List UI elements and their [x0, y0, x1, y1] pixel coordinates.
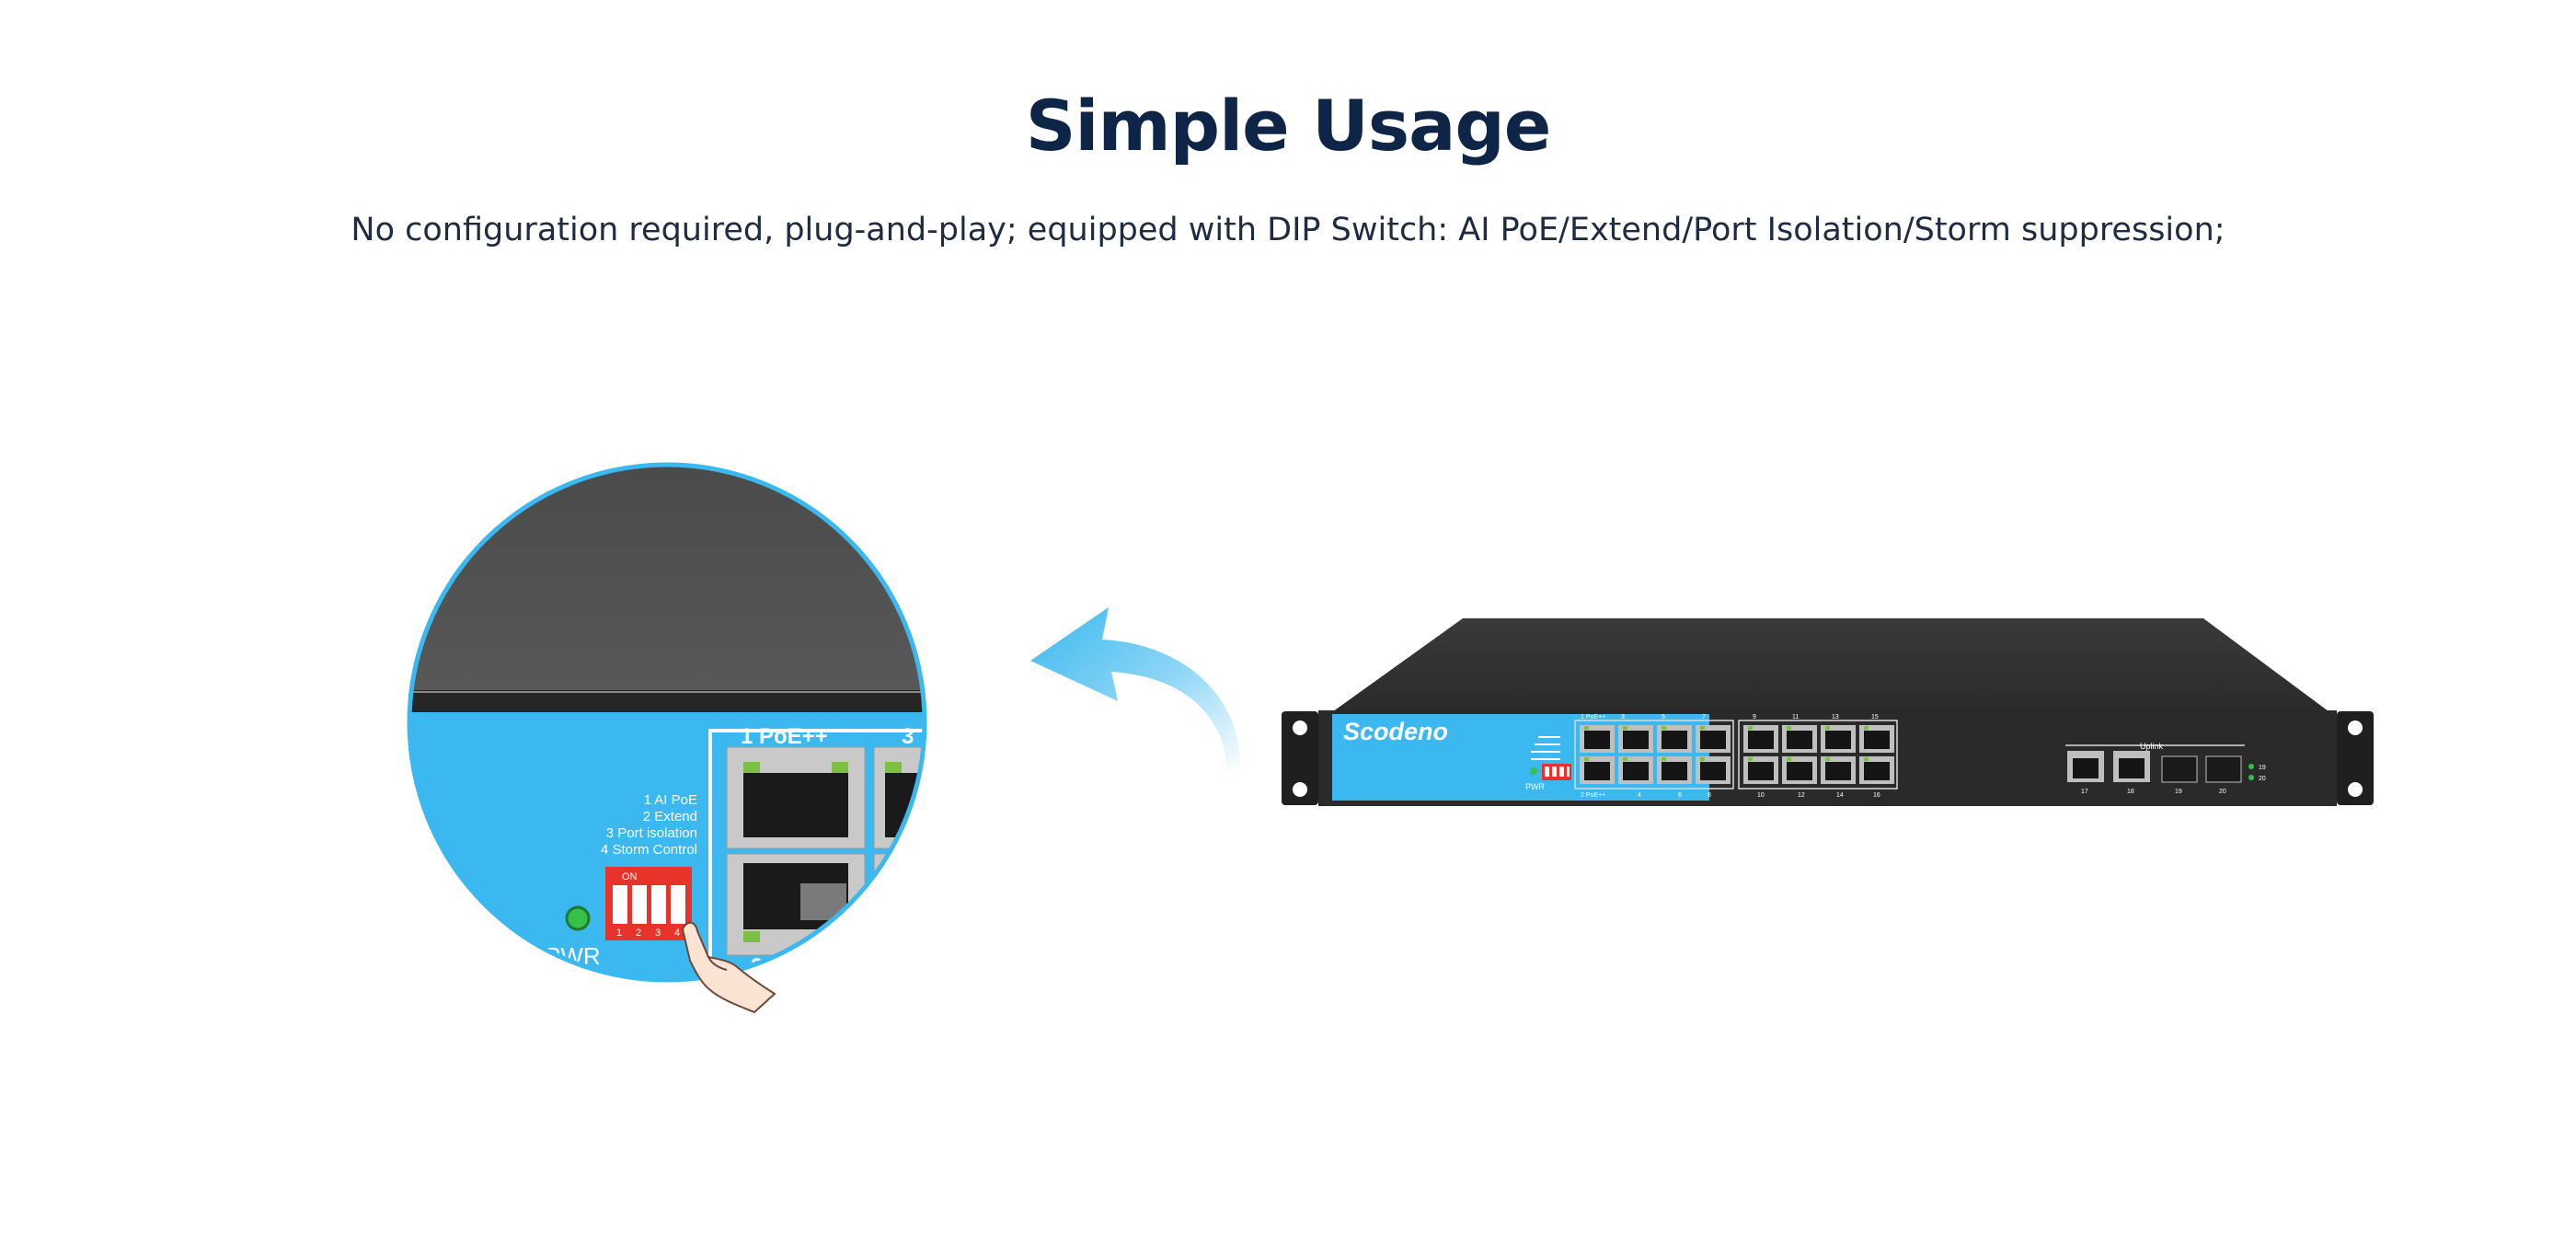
port-label-1: 1 PoE++ [1581, 714, 1605, 720]
rj45-port-socket [1864, 762, 1890, 780]
port-label-13: 13 [1832, 714, 1839, 720]
rj45-port-led [1662, 726, 1666, 730]
rj45-port-led [1864, 726, 1869, 730]
zoom-lid-edge [409, 690, 925, 712]
rj45-port-socket [1700, 762, 1726, 780]
port-label-2: 2 PoE++ [1581, 792, 1605, 799]
rj45-port-socket [1584, 762, 1610, 780]
rj45-port-socket [1787, 731, 1812, 749]
rj45-port-led [1662, 757, 1666, 761]
rj45-port-led [1748, 726, 1753, 730]
port-label-5: 5 [1662, 714, 1665, 720]
dip-legend-3: 3 Port isolation [606, 825, 697, 841]
rj45-port-socket [1864, 731, 1890, 749]
rj45-port-socket [1787, 762, 1812, 780]
device-pwr-label: PWR [1525, 782, 1545, 791]
pwr-led [565, 905, 591, 931]
port-label-15: 15 [1871, 714, 1879, 720]
rj45-port-led [1700, 757, 1705, 761]
dip-legend: 1 AI PoE 2 Extend 3 Port isolation 4 Sto… [601, 792, 697, 858]
rack-ear-right [2337, 711, 2374, 805]
dip-num-1: 1 [616, 928, 622, 939]
device-rj45-ports [1580, 725, 1894, 784]
port-label-3: 3 [1621, 714, 1625, 720]
curved-arrow-icon [1030, 607, 1241, 773]
dip-legend-4: 4 Storm Control [601, 842, 697, 858]
rj45-port-socket [1748, 762, 1774, 780]
rj45-port-led [1623, 757, 1627, 761]
dip-switch[interactable]: ON 1 2 3 4 [605, 867, 692, 940]
rj45-port-socket [1623, 731, 1649, 749]
dip-legend-2: 2 Extend [643, 809, 697, 824]
zoom-lid [409, 465, 925, 690]
rj45-port-socket [1700, 731, 1726, 749]
port-label-7: 7 [1702, 714, 1706, 720]
rj45-port-led [1748, 757, 1753, 761]
rj45-port-led [1700, 726, 1705, 730]
page-subtitle: No configuration required, plug-and-play… [351, 212, 2225, 248]
uplink-label-19: 19 [2175, 789, 2182, 795]
zoom-poe-label: 1 PoE++ [741, 724, 828, 749]
port-label-4: 4 [1638, 792, 1641, 799]
port-label-9: 9 [1753, 714, 1756, 720]
brand-logo: Scodeno [1343, 718, 1448, 745]
uplink-label: Uplink [2140, 742, 2164, 751]
zoom-port-3: 3 [902, 724, 914, 749]
device-port-group-1 [1574, 720, 1734, 790]
hand-pointer-icon [681, 921, 776, 1014]
rj45-port-socket [1825, 731, 1851, 749]
port-frame [708, 729, 925, 980]
rj45-port-socket [1662, 762, 1687, 780]
port-label-14: 14 [1836, 792, 1844, 799]
rj45-port-socket [1662, 731, 1687, 749]
rj45-port-led [1825, 757, 1830, 761]
rj45-port-led [1584, 726, 1589, 730]
uplink-group: Uplink 17 18 19 20 19 20 [2065, 742, 2266, 795]
uplink-label-18: 18 [2127, 789, 2134, 795]
rj45-port-led [1584, 757, 1589, 761]
zoom-circle-border [407, 462, 927, 983]
rack-ear-left [1282, 711, 1318, 805]
rj45-port-socket [1748, 731, 1774, 749]
rj45-port-led [1787, 726, 1791, 730]
rj45-port-socket [1825, 762, 1851, 780]
rj45-port-led [1787, 757, 1791, 761]
port-label-6: 6 [1678, 792, 1682, 799]
port-label-12: 12 [1798, 792, 1805, 799]
switch-device: Scodeno PWR 1 PoE++ 3 5 7 9 11 13 15 2 P… [1282, 618, 2374, 806]
dip-num-3: 3 [655, 928, 661, 939]
dip-num-2: 2 [636, 928, 641, 939]
dip-legend-1: 1 AI PoE [644, 792, 697, 808]
led-label-20: 20 [2259, 776, 2266, 782]
rj45-port-socket [1584, 731, 1610, 749]
uplink-label-20: 20 [2219, 789, 2226, 795]
rj45-port-led [1623, 726, 1627, 730]
port-label-16: 16 [1873, 792, 1880, 799]
device-port-group-2 [1738, 720, 1898, 790]
dip-on-label: ON [622, 871, 638, 882]
port-label-11: 11 [1792, 714, 1799, 720]
page-title: Simple Usage [1025, 85, 1552, 167]
rj45-port-led [1825, 726, 1830, 730]
uplink-label-17: 17 [2081, 789, 2088, 795]
port-label-10: 10 [1757, 792, 1765, 799]
led-label-19: 19 [2259, 765, 2266, 771]
rj45-port-socket [1623, 762, 1649, 780]
port-label-8: 8 [1708, 792, 1711, 799]
dip-num-4: 4 [674, 928, 680, 939]
rj45-port-led [1864, 757, 1869, 761]
zoom-pwr-label: PWR [545, 942, 601, 970]
